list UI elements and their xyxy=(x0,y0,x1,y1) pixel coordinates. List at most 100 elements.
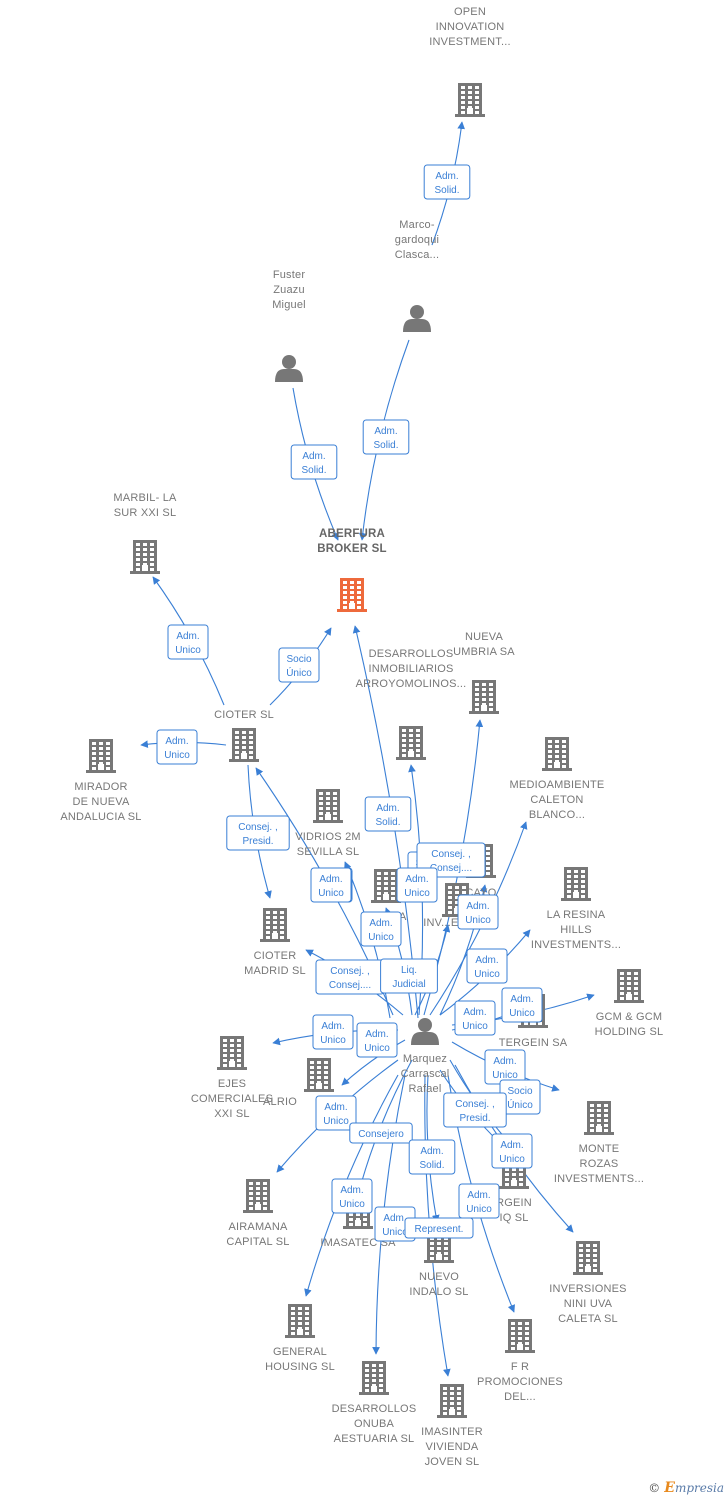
edge-label-text: Consej. , xyxy=(330,966,369,977)
edge-label[interactable]: Adm.Unico xyxy=(167,624,209,660)
node-desarrollos-arroyo[interactable]: DESARROLLOSINMOBILIARIOSARROYOMOLINOS... xyxy=(356,648,467,760)
edge-label-text: Liq. xyxy=(401,965,417,976)
node-label: DEL... xyxy=(504,1391,536,1403)
node-label: MONTE xyxy=(579,1143,620,1155)
edge-label-text: Unico xyxy=(462,1021,488,1032)
brand-name: mpresia xyxy=(674,1481,724,1495)
edge-label[interactable]: Adm.Unico xyxy=(310,867,352,903)
edge-label-text: Adm. xyxy=(374,426,397,437)
node-label: UMBRIA SA xyxy=(453,646,515,658)
building-icon xyxy=(285,1304,315,1338)
node-label: F R xyxy=(511,1361,529,1373)
building-icon xyxy=(542,737,572,771)
node-marco-gardoqui[interactable]: Marco-gardoquiClasca... xyxy=(395,219,440,332)
edge-label[interactable]: Adm.Unico xyxy=(396,867,438,903)
edge-label-box xyxy=(454,1000,496,1036)
building-icon xyxy=(573,1241,603,1275)
edge-label-text: Adm. xyxy=(324,1102,347,1113)
node-label: SEVILLA SL xyxy=(297,846,360,858)
edge-label-text: Presid. xyxy=(242,836,273,847)
edge-label[interactable]: Adm.Unico xyxy=(315,1095,357,1131)
node-cioter[interactable]: CIOTER SL xyxy=(214,709,274,762)
edge-label[interactable]: Adm.Unico xyxy=(466,948,508,984)
edge-label-text: Adm. xyxy=(493,1056,516,1067)
edge-label-text: Solid. xyxy=(373,440,398,451)
edge-label[interactable]: Adm.Unico xyxy=(312,1014,354,1050)
edge-label[interactable]: Adm. Solid. xyxy=(362,419,410,455)
edge-label-text: Adm. xyxy=(420,1146,443,1157)
node-open-innovation[interactable]: OPENINNOVATIONINVESTMENT... xyxy=(429,6,511,117)
edge-label[interactable]: Adm. Unico xyxy=(454,1000,496,1036)
edge-label[interactable]: Consej. ,Presid. xyxy=(226,815,290,851)
node-label: DESARROLLOS xyxy=(332,1403,417,1415)
node-medioambiente[interactable]: MEDIOAMBIENTECALETONBLANCO... xyxy=(510,737,605,821)
edge-label-text: Único xyxy=(286,666,312,679)
edge-label-text: Adm. xyxy=(302,451,325,462)
person-icon xyxy=(411,1018,439,1045)
node-label: MIRADOR xyxy=(74,781,127,793)
edge-label-box xyxy=(380,958,438,994)
edge-label[interactable]: Adm.Unico xyxy=(491,1133,533,1169)
node-la-resina[interactable]: LA RESINAHILLSINVESTMENTS... xyxy=(531,867,621,951)
edge-label[interactable]: Adm.Unico xyxy=(484,1049,526,1085)
empresia-logo[interactable]: ©Empresia xyxy=(648,1480,724,1496)
node-label: Fuster xyxy=(273,269,306,281)
node-alrio[interactable]: ALRIO xyxy=(263,1058,334,1108)
building-icon xyxy=(437,1384,467,1418)
node-label: ARROYOMOLINOS... xyxy=(356,678,467,690)
edge-label[interactable]: Consej. ,Consej.... xyxy=(315,959,385,995)
edge-label-box xyxy=(458,1183,500,1219)
node-label: COMERCIALES xyxy=(191,1093,273,1105)
edge-label-text: Unico xyxy=(164,750,190,761)
edge-label[interactable]: Liq.Judicial xyxy=(380,958,438,994)
edge-label[interactable]: Adm.Unico xyxy=(356,1022,398,1058)
edge-label[interactable]: Adm.Unico xyxy=(360,911,402,947)
edge-label-text: Adm. xyxy=(463,1007,486,1018)
edge-line xyxy=(341,1039,406,1086)
node-label: EJES xyxy=(218,1078,246,1090)
edge-label-box xyxy=(226,815,290,851)
edge-label-text: Unico xyxy=(509,1008,535,1019)
edge-label[interactable]: Consejero xyxy=(349,1122,413,1144)
building-icon xyxy=(86,739,116,773)
edge-label[interactable]: Adm.Solid. xyxy=(364,796,412,832)
edge-label[interactable]: Adm.Unico xyxy=(457,894,499,930)
node-label: RGEIN xyxy=(496,1197,532,1209)
edge-label[interactable]: Represent. xyxy=(404,1217,474,1239)
edge-label-box xyxy=(362,419,410,455)
building-icon xyxy=(584,1101,614,1135)
edge-label[interactable]: Adm.Solid. xyxy=(290,444,338,480)
edge-label[interactable]: Adm.Unico xyxy=(501,987,543,1023)
node-label: AESTUARIA SL xyxy=(334,1433,415,1445)
node-monte-rozas[interactable]: MONTEROZASINVESTMENTS... xyxy=(554,1101,644,1185)
building-icon xyxy=(313,789,343,823)
edge-label[interactable]: Adm.Solid. xyxy=(423,164,471,200)
edge-label[interactable]: Adm.Unico xyxy=(156,729,198,765)
edge-label[interactable]: Adm.Solid. xyxy=(408,1139,456,1175)
edge-label[interactable]: Adm.Unico xyxy=(331,1178,373,1214)
node-label: AIRAMANA xyxy=(228,1221,288,1233)
edge-label[interactable]: Consej. ,Presid. xyxy=(443,1092,507,1128)
node-fr-promociones[interactable]: F RPROMOCIONESDEL... xyxy=(477,1319,563,1403)
node-label: TERGEIN SA xyxy=(499,1037,568,1049)
node-label: Miguel xyxy=(272,299,306,311)
edge-label[interactable]: Adm.Unico xyxy=(458,1183,500,1219)
